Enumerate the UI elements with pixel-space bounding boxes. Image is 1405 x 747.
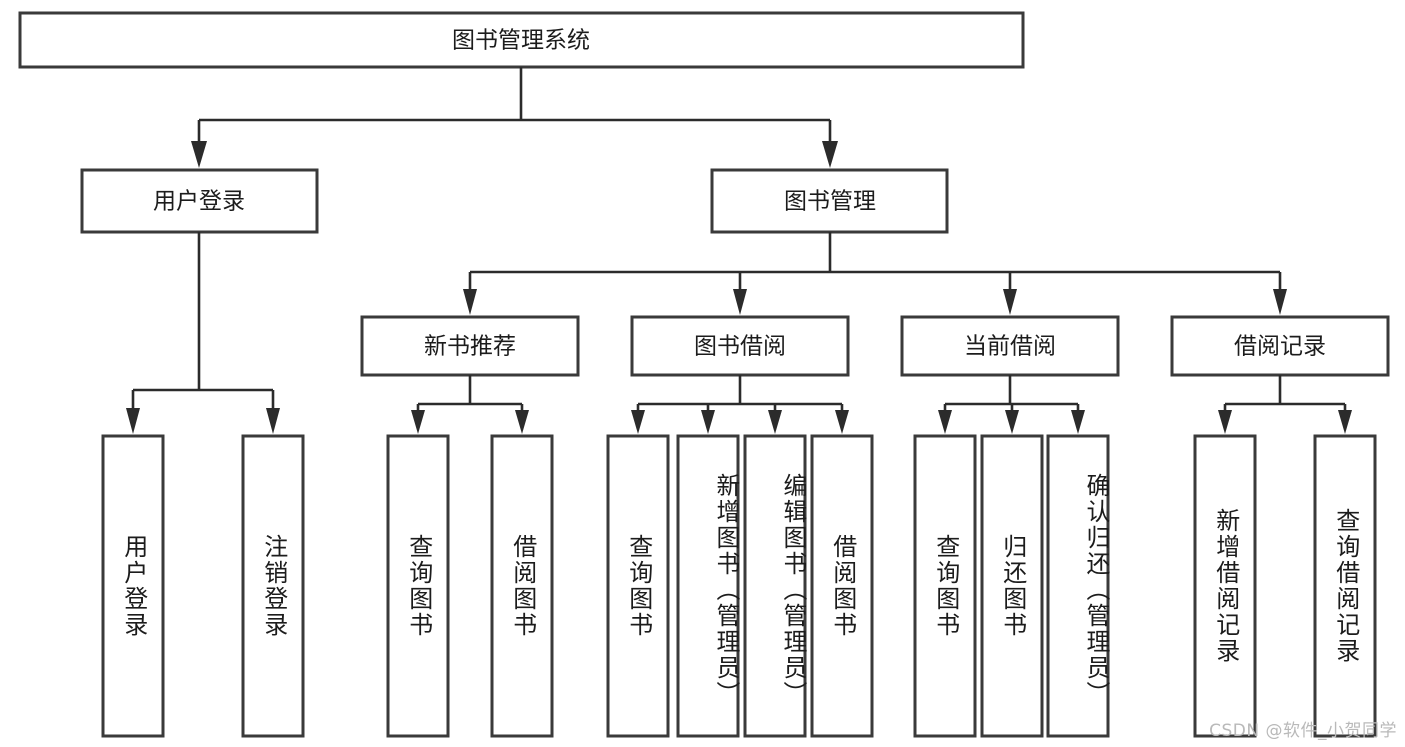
leaf-box-query-book-b[interactable] <box>606 434 670 738</box>
leaf-label-add-record: 新增借阅记录 <box>1211 508 1240 664</box>
leaf-label-add-book: 新增图书（管理员） <box>712 473 740 707</box>
arrow-to-leaf-return-book <box>1005 410 1019 434</box>
node-current-borrow[interactable]: 当前借阅 <box>900 315 1120 377</box>
arrow-to-leaf-borrow-book-b <box>835 410 849 434</box>
arrow-to-leaf-borrow-book-a <box>515 410 529 434</box>
csdn-watermark: CSDN @软件_小贺同学 <box>1209 721 1397 741</box>
arrow-to-book-borrow <box>733 289 747 315</box>
edges-book-borrow-to-leaves <box>631 375 849 434</box>
arrow-to-book-manage <box>822 141 838 168</box>
leaf-box-edit-book[interactable] <box>743 434 807 738</box>
node-new-book-recommend-label: 新书推荐 <box>424 334 516 360</box>
node-book-borrow-box[interactable] <box>630 315 850 377</box>
leaf-label-edit-book: 编辑图书（管理员） <box>779 473 807 707</box>
arrow-to-leaf-add-book <box>701 410 715 434</box>
node-current-borrow-label: 当前借阅 <box>964 334 1056 360</box>
arrow-to-leaf-query-book-b <box>631 410 645 434</box>
node-root-label: 图书管理系统 <box>452 28 590 54</box>
node-borrow-record-label: 借阅记录 <box>1234 334 1326 360</box>
leaf-box-query-book-c[interactable] <box>913 434 977 738</box>
leaf-box-query-book-a[interactable] <box>386 434 450 738</box>
leaf-label-query-book-c: 查询图书 <box>931 534 960 638</box>
leaf-box-borrow-book-a[interactable] <box>490 434 554 738</box>
edges-user-login-to-leaves <box>126 232 280 434</box>
leaf-label-logout: 注销登录 <box>259 534 288 638</box>
leaf-box-confirm-return[interactable] <box>1046 434 1110 738</box>
leaf-label-borrow-book-a: 借阅图书 <box>508 534 537 638</box>
arrow-to-new-book <box>463 289 477 315</box>
leaf-box-add-record[interactable] <box>1193 434 1257 738</box>
arrow-to-leaf-query-book-a <box>411 410 425 434</box>
node-user-login-label: 用户登录 <box>153 189 245 215</box>
node-new-book-recommend-box[interactable] <box>360 315 580 377</box>
node-book-borrow[interactable]: 图书借阅 <box>630 315 850 377</box>
leaf-box-user-login[interactable] <box>101 434 165 738</box>
node-new-book-recommend[interactable]: 新书推荐 <box>360 315 580 377</box>
arrow-to-leaf-query-book-c <box>938 410 952 434</box>
leaf-box-borrow-book-b[interactable] <box>810 434 874 738</box>
leaf-label-confirm-return: 确认归还（管理员） <box>1082 473 1110 707</box>
edges-new-book-to-leaves <box>411 375 529 434</box>
node-user-login[interactable]: 用户登录 <box>80 168 319 234</box>
edges-book-manage-to-level3 <box>463 232 1287 315</box>
node-book-manage[interactable]: 图书管理 <box>710 168 949 234</box>
leaf-label-return-book: 归还图书 <box>998 534 1027 638</box>
leaf-label-query-book-a: 查询图书 <box>404 534 433 638</box>
leaf-label-query-book-b: 查询图书 <box>624 534 653 638</box>
arrow-to-leaf-confirm-return <box>1071 410 1085 434</box>
arrow-to-leaf-edit-book <box>768 410 782 434</box>
arrow-to-current-borrow <box>1003 289 1017 315</box>
node-root-box[interactable] <box>18 11 1025 69</box>
leaf-box-logout[interactable] <box>241 434 305 738</box>
node-root[interactable]: 图书管理系统 <box>18 11 1025 69</box>
edges-root-to-level2 <box>191 67 838 168</box>
node-book-manage-label: 图书管理 <box>784 189 876 215</box>
arrow-to-leaf-user-login <box>126 408 140 434</box>
leaf-box-query-record[interactable] <box>1313 434 1377 738</box>
leaf-label-borrow-book-b: 借阅图书 <box>828 534 857 638</box>
leaf-box-add-book[interactable] <box>676 434 740 738</box>
arrow-to-leaf-add-record <box>1218 410 1232 434</box>
node-book-borrow-label: 图书借阅 <box>694 334 786 360</box>
arrow-to-user-login <box>191 141 207 168</box>
edges-borrow-record-to-leaves <box>1218 375 1352 434</box>
edges-current-borrow-to-leaves <box>938 375 1085 434</box>
arrow-to-leaf-logout <box>266 408 280 434</box>
leaf-box-return-book[interactable] <box>980 434 1044 738</box>
leaf-label-user-login: 用户登录 <box>119 534 148 638</box>
arrow-to-borrow-record <box>1273 289 1287 315</box>
node-borrow-record[interactable]: 借阅记录 <box>1170 315 1390 377</box>
node-current-borrow-box[interactable] <box>900 315 1120 377</box>
leaf-label-query-record: 查询借阅记录 <box>1331 508 1360 664</box>
arrow-to-leaf-query-record <box>1338 410 1352 434</box>
